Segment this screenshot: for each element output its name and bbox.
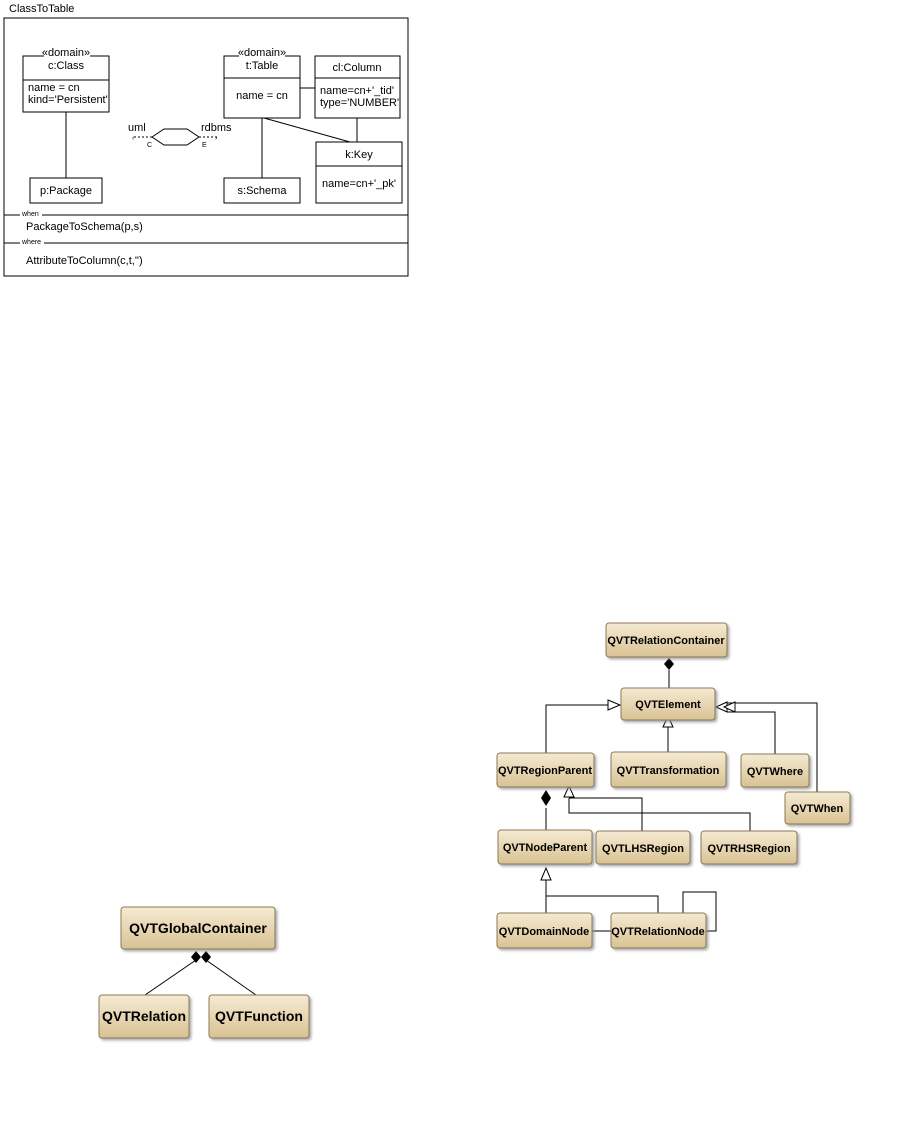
column-attr-name: name=cn+'_tid' xyxy=(320,85,394,97)
qvt-function-label: QVTFunction xyxy=(215,1008,303,1024)
schema-box: s:Schema xyxy=(223,177,301,204)
class-stereotype: «domain» xyxy=(42,47,90,59)
relation-diagram: ClassToTable «domain» c:Class name = cn … xyxy=(3,3,409,277)
key-box: k:Key name=cn+'_pk' xyxy=(315,141,403,204)
class-attr-name: name = cn xyxy=(28,82,80,94)
qvt-relation-node-label: QVTRelationNode xyxy=(611,926,705,938)
class-attr-kind: kind='Persistent' xyxy=(28,94,108,106)
column-attr-type: type='NUMBER' xyxy=(320,97,399,109)
table-attr-name: name = cn xyxy=(236,90,288,102)
qvt-region-parent-box: QVTRegionParent xyxy=(496,752,595,788)
where-label: where xyxy=(21,239,41,246)
column-name: cl:Column xyxy=(333,62,382,74)
qvt-node-parent-label: QVTNodeParent xyxy=(503,842,588,854)
connector-left-mark: C xyxy=(147,142,152,149)
qvt-when-box: QVTWhen xyxy=(784,791,851,825)
table-name: t:Table xyxy=(246,60,278,72)
qvt-transformation-box: QVTTransformation xyxy=(610,751,727,788)
connector-rdbms-label: rdbms xyxy=(201,122,232,134)
connector-uml-label: uml xyxy=(128,122,146,134)
qvt-domain-node-box: QVTDomainNode xyxy=(496,912,593,949)
table-box: «domain» t:Table name = cn xyxy=(223,47,301,119)
qvt-relation-label: QVTRelation xyxy=(102,1008,186,1024)
qvt-region-parent-label: QVTRegionParent xyxy=(498,765,592,777)
qvt-lhs-region-box: QVTLHSRegion xyxy=(595,830,691,865)
qvt-relation-container-box: QVTRelationContainer xyxy=(605,622,728,658)
qvt-where-label: QVTWhere xyxy=(747,766,803,778)
qvt-lhs-region-label: QVTLHSRegion xyxy=(602,843,684,855)
package-box: p:Package xyxy=(29,177,103,204)
schema-name: s:Schema xyxy=(238,185,288,197)
key-attr: name=cn+'_pk' xyxy=(322,178,396,190)
key-name: k:Key xyxy=(345,149,373,161)
qvt-domain-node-label: QVTDomainNode xyxy=(499,926,589,938)
qvt-where-box: QVTWhere xyxy=(740,753,810,788)
column-box: cl:Column name=cn+'_tid' type='NUMBER' xyxy=(314,55,401,119)
domain-connector: ‹ › uml rdbms C E xyxy=(128,122,232,149)
when-clause: PackageToSchema(p,s) xyxy=(26,221,143,233)
qvt-relation-container-label: QVTRelationContainer xyxy=(607,635,725,647)
qvt-element-label: QVTElement xyxy=(635,699,701,711)
qvt-node-parent-box: QVTNodeParent xyxy=(497,829,593,865)
qvt-relation-node-box: QVTRelationNode xyxy=(610,912,707,949)
class-name: c:Class xyxy=(48,60,85,72)
package-name: p:Package xyxy=(40,185,92,197)
svg-text:›: › xyxy=(215,135,218,142)
relation-container-diagram: QVTRelationContainer QVTElement QVTRegio… xyxy=(496,622,851,949)
qvt-function-box: QVTFunction xyxy=(208,994,310,1039)
qvt-when-label: QVTWhen xyxy=(791,803,844,815)
qvt-rhs-region-box: QVTRHSRegion xyxy=(700,830,798,865)
table-stereotype: «domain» xyxy=(238,47,286,59)
class-box: «domain» c:Class name = cn kind='Persist… xyxy=(22,47,110,113)
qvt-global-container-box: QVTGlobalContainer xyxy=(120,906,276,950)
qvt-global-container-label: QVTGlobalContainer xyxy=(129,920,267,936)
when-label: when xyxy=(21,211,39,218)
global-container-diagram: QVTGlobalContainer QVTRelation QVTFuncti… xyxy=(98,906,310,1039)
connector-right-mark: E xyxy=(202,142,207,149)
qvt-element-box: QVTElement xyxy=(620,687,716,721)
qvt-relation-box: QVTRelation xyxy=(98,994,190,1039)
qvt-transformation-label: QVTTransformation xyxy=(617,765,720,777)
svg-text:‹: ‹ xyxy=(132,135,135,142)
relation-title: ClassToTable xyxy=(9,3,74,15)
where-clause: AttributeToColumn(c,t,'') xyxy=(26,255,143,267)
qvt-rhs-region-label: QVTRHSRegion xyxy=(707,843,790,855)
